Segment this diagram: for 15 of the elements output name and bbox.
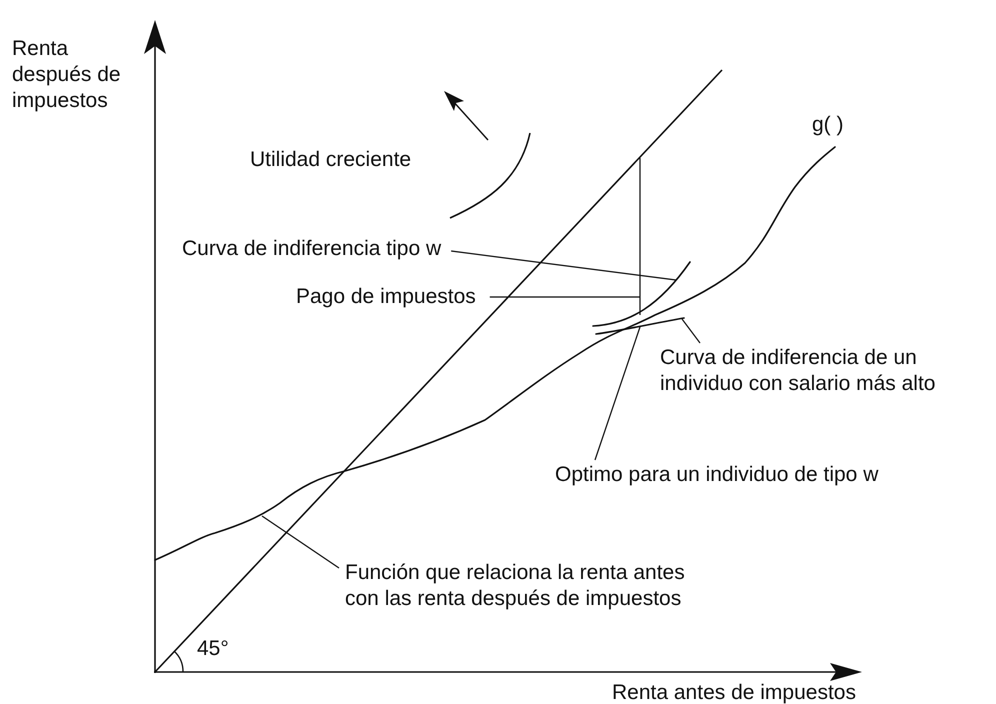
axis-label: Utilidad creciente (250, 147, 412, 173)
axis-label: 45° (197, 636, 229, 662)
callout-text: Pago de impuestos (296, 284, 476, 310)
callout-text: Función que relaciona la renta antes con las renta después de impuestos (345, 560, 715, 612)
leader-line (594, 326, 641, 460)
axis-label: Renta después de impuestos (12, 36, 122, 114)
axis-label: g( ) (812, 112, 844, 138)
leader-line (451, 250, 676, 281)
callout-text: Optimo para un individuo de tipo w (555, 462, 878, 488)
leader-line (262, 516, 340, 568)
callout-text: Curva de indiferencia de un individuo con salario más alto (660, 345, 990, 397)
callout-text: Curva de indiferencia tipo w (182, 236, 442, 262)
axis-label: Renta antes de impuestos (612, 680, 856, 704)
leader-line (490, 296, 640, 298)
leader-line (682, 318, 700, 344)
